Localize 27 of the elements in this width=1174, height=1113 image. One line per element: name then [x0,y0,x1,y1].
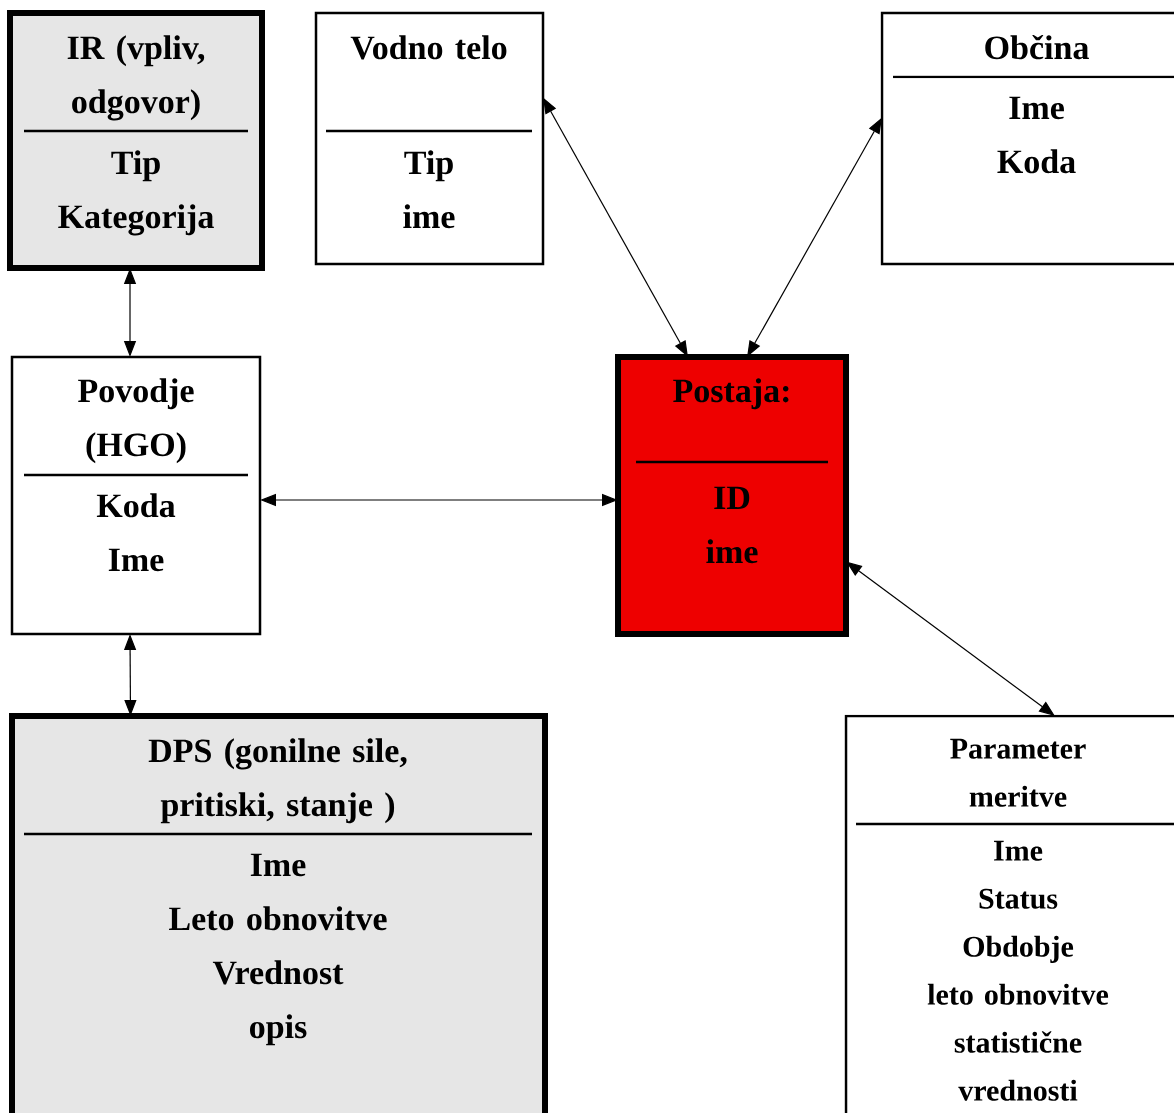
attribute-text: Leto obnovitve [169,906,387,931]
entity-title: Vodno telo [350,35,507,60]
attribute-text: Tip [111,150,160,182]
attribute-text: leto obnovitve [927,983,1109,1005]
attribute-text: opis [250,1014,307,1046]
attribute-text: Ime [250,853,306,877]
attribute-text: Koda [96,493,176,518]
attribute-text: Kategorija [58,204,214,236]
attribute-text: Ime [1009,96,1064,120]
entity-title: IR (vpliv, odgovor) [67,35,205,121]
attribute-text: Obdobje [963,935,1074,963]
attribute-text: Vrednost [212,960,344,985]
attribute-text: statistične vrednosti [954,1031,1082,1101]
attribute-text: ID [714,486,750,509]
attribute-text: Status [979,888,1058,909]
entity-title: Postaja: [673,378,789,410]
attribute-text: Ime [108,548,164,572]
attribute-text: Koda [997,149,1076,174]
entity-title: Povodje (HGO) [78,378,194,464]
attribute-text: ime [706,539,758,564]
entity-title: Občina [985,34,1089,60]
attribute-text: ime [403,204,455,229]
entity-title: Parameter meritve [950,738,1086,807]
attribute-text: Tip [404,150,453,182]
arrow [846,561,1055,716]
entity-title: DPS (gonilne sile, pritiski, stanje ) [148,738,407,824]
attribute-text: Ime [994,840,1043,861]
